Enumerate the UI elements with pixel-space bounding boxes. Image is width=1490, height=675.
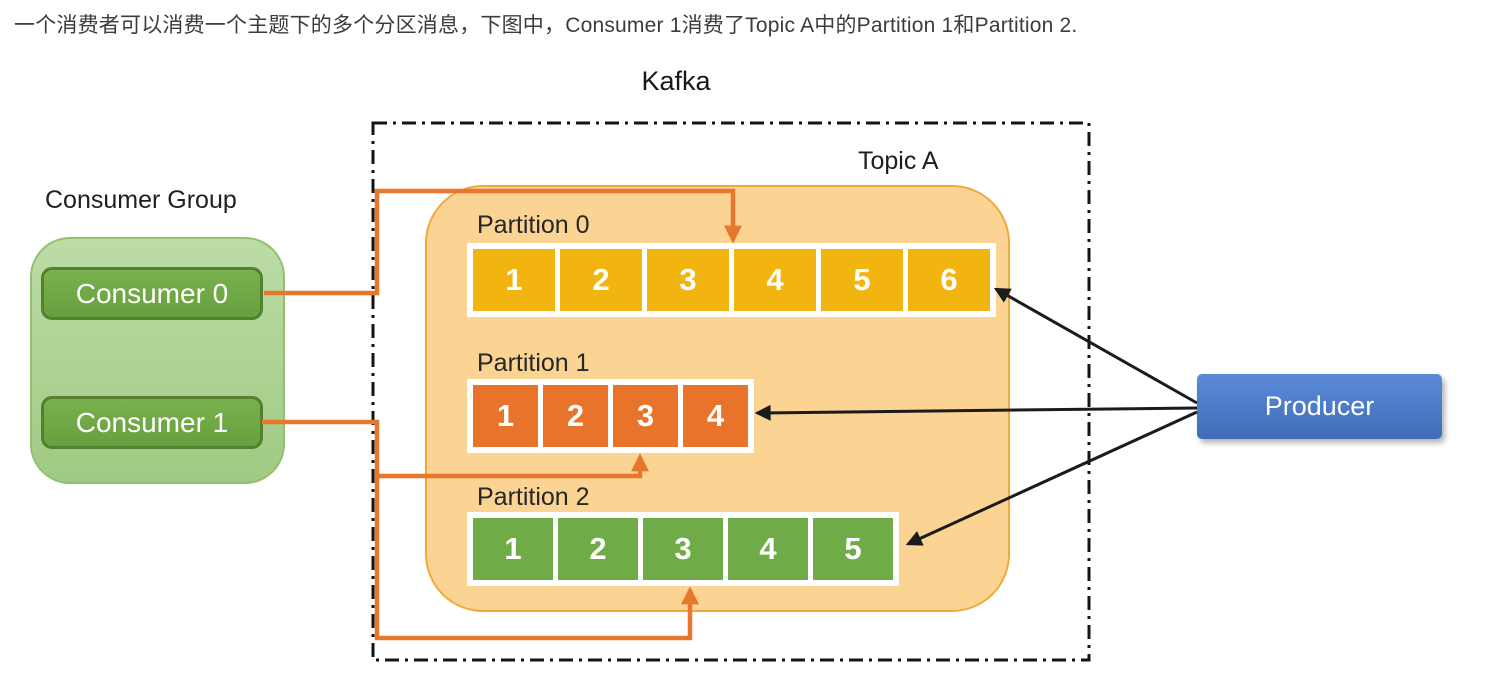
partition-cell: 2	[560, 249, 642, 311]
partition-cell: 1	[473, 249, 555, 311]
partition-cell: 5	[821, 249, 903, 311]
partition-cell: 3	[647, 249, 729, 311]
topic-a-label: Topic A	[858, 147, 939, 175]
partition-cell: 2	[543, 385, 608, 447]
producer-to-partition0-arrow	[993, 287, 1198, 405]
partition-cell: 4	[734, 249, 816, 311]
partition-2-label: Partition 2	[477, 483, 590, 511]
partition-1-label: Partition 1	[477, 349, 590, 377]
partition-cell: 1	[473, 385, 538, 447]
caption-text: 一个消费者可以消费一个主题下的多个分区消息，下图中，Consumer 1消费了T…	[14, 14, 1078, 37]
partition-cell: 4	[683, 385, 748, 447]
partition-cell: 2	[558, 518, 638, 580]
partition-cell: 3	[613, 385, 678, 447]
partition-cell: 5	[813, 518, 893, 580]
consumer-0-box: Consumer 0	[41, 267, 263, 320]
kafka-title: Kafka	[641, 66, 711, 96]
partition-cell: 3	[643, 518, 723, 580]
partition-cell: 4	[728, 518, 808, 580]
consumer-1-box: Consumer 1	[41, 396, 263, 449]
producer-box: Producer	[1197, 374, 1442, 439]
partition-cell: 6	[908, 249, 990, 311]
partition-cell: 1	[473, 518, 553, 580]
partition-0-label: Partition 0	[477, 211, 590, 239]
consumer-group-label: Consumer Group	[45, 186, 237, 214]
